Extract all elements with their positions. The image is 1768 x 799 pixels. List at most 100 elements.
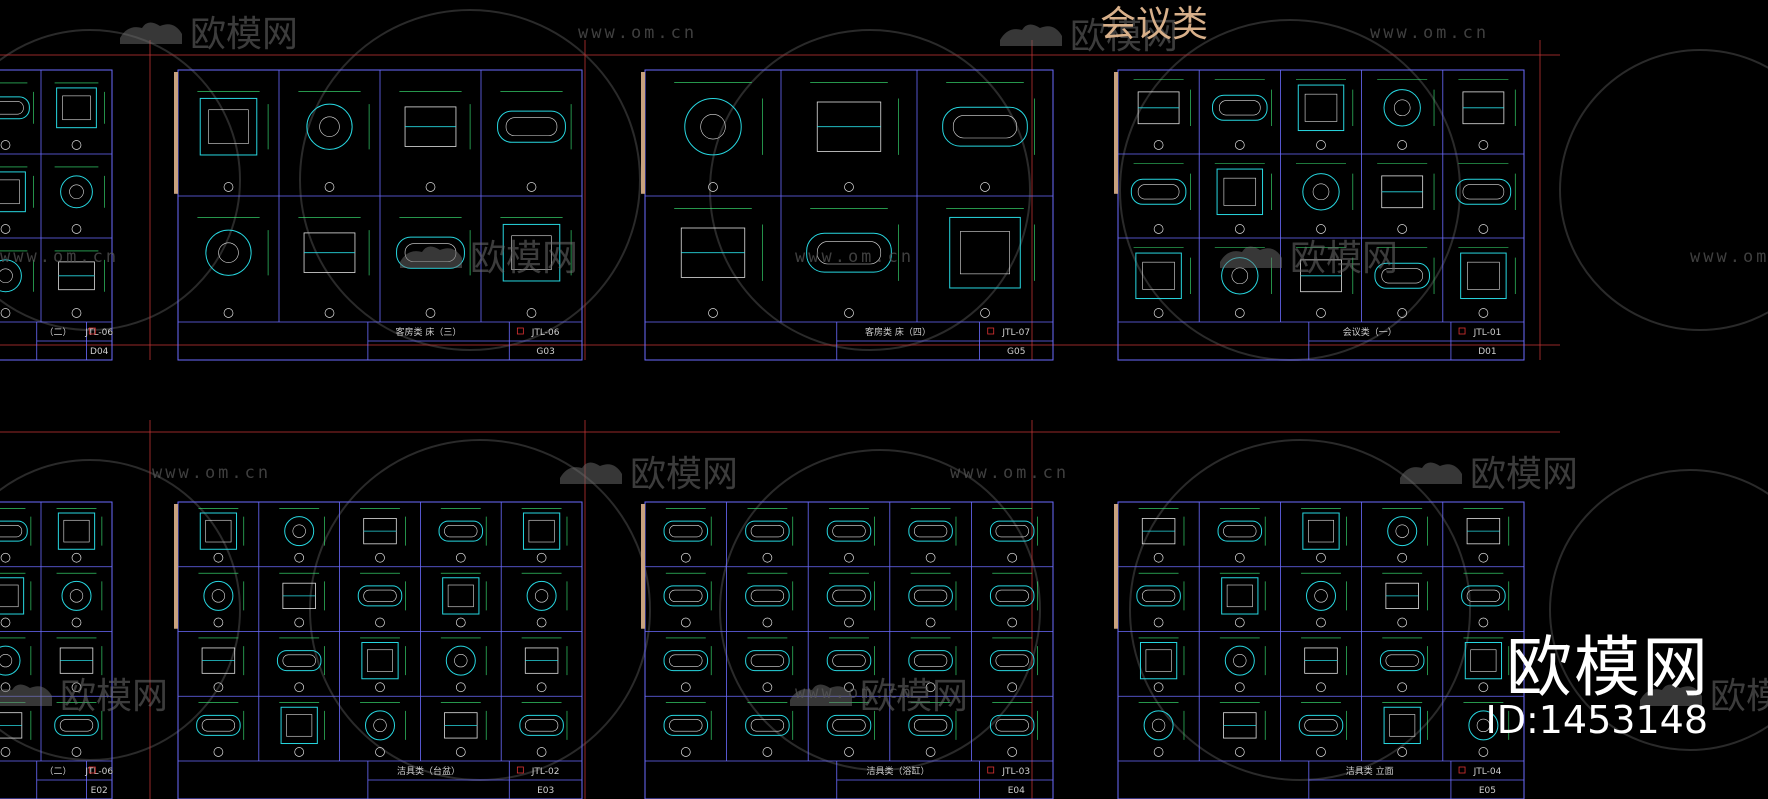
- sheet-code: JTL-03: [1001, 767, 1030, 777]
- fixture-symbol: [908, 520, 953, 542]
- watermark-brand-text: 欧模网: [1290, 238, 1398, 279]
- fixture-symbol: [218, 242, 239, 263]
- item-number-bubble: [844, 747, 854, 757]
- furniture-symbol: [1467, 261, 1500, 290]
- sheet-frame: [1117, 69, 1525, 361]
- fixture-symbol: [364, 710, 396, 741]
- item-number-bubble: [0, 747, 11, 757]
- fixture-symbol: [196, 714, 241, 736]
- fixture-symbol: [396, 236, 465, 269]
- item-number-bubble: [324, 308, 335, 318]
- item-number-bubble: [1397, 552, 1408, 563]
- item-number-bubble: [71, 140, 82, 150]
- furniture-symbol: [528, 519, 555, 543]
- fixture-symbol: [1217, 520, 1263, 542]
- watermark-logo: 欧模网: [1000, 16, 1178, 57]
- fixture-symbol: [282, 654, 316, 667]
- sheet-number: G03: [536, 347, 554, 357]
- fixture-symbol: [519, 714, 564, 736]
- sheet-code: JTL-07: [1001, 328, 1030, 338]
- item-number-bubble: [1397, 140, 1408, 150]
- item-number-bubble: [1478, 552, 1489, 563]
- watermark-url: www.om.cn: [0, 247, 119, 267]
- watermark-ring: [1559, 49, 1768, 331]
- item-number-bubble: [844, 617, 854, 628]
- fixture-symbol: [363, 589, 397, 602]
- item-number-bubble: [980, 182, 990, 192]
- fixture-symbol: [497, 110, 566, 143]
- furniture-symbol: [199, 97, 258, 156]
- fixture-symbol: [0, 520, 28, 542]
- item-number-bubble: [1007, 682, 1018, 693]
- fixture-symbol: [373, 718, 387, 733]
- watermark-logo: 欧模网: [400, 238, 578, 279]
- item-number-bubble: [762, 747, 773, 757]
- fixture-symbol: [832, 589, 866, 602]
- title-block-mark: [88, 327, 96, 335]
- furniture-symbol: [0, 179, 20, 205]
- watermark-url: www.om.cn: [795, 247, 914, 267]
- item-number-bubble: [1153, 552, 1164, 563]
- watermark-brand-text: 欧模网: [630, 454, 738, 495]
- sheet-title: 洁具类（台盆）: [397, 765, 460, 777]
- fixture-symbol: [357, 585, 403, 607]
- sheet-number: E02: [91, 786, 108, 796]
- furniture-symbol: [199, 512, 238, 550]
- sheet-title: 会议类（一）: [1343, 326, 1397, 338]
- item-number-bubble: [0, 552, 11, 563]
- item-number-bubble: [425, 182, 436, 192]
- fixture-symbol: [319, 116, 340, 137]
- item-number-bubble: [925, 747, 936, 757]
- item-number-bubble: [1397, 308, 1408, 318]
- item-number-bubble: [1234, 224, 1245, 234]
- sheet-number: G05: [1007, 347, 1025, 357]
- fixture-symbol: [0, 259, 22, 293]
- fixture-symbol: [989, 520, 1035, 542]
- fixture-symbol: [1223, 525, 1257, 538]
- fixture-symbol: [942, 106, 1028, 147]
- fixture-symbol: [203, 580, 234, 611]
- fixture-symbol: [913, 525, 948, 538]
- fixture-symbol: [1381, 268, 1423, 284]
- fixture-symbol: [284, 516, 315, 547]
- fixture-symbol: [60, 175, 93, 209]
- fixture-symbol: [201, 719, 236, 732]
- furniture-symbol: [1389, 714, 1416, 737]
- item-number-bubble: [1397, 224, 1408, 234]
- item-number-bubble: [844, 182, 854, 192]
- item-number-bubble: [536, 617, 547, 628]
- sheet-code: JTL-06: [84, 767, 113, 777]
- fixture-symbol: [1302, 173, 1340, 211]
- furniture-symbol: [1145, 649, 1172, 672]
- item-number-bubble: [1234, 682, 1245, 693]
- watermark-url: www.om.cn: [1690, 247, 1768, 267]
- fixture-symbol: [1143, 710, 1174, 741]
- sheet-accent-bar: [1114, 72, 1118, 194]
- fixture-symbol: [826, 520, 872, 542]
- watermark-logo: 欧模网: [1220, 238, 1398, 279]
- furniture-symbol: [1383, 706, 1421, 745]
- fixture-symbol: [1374, 262, 1430, 289]
- furniture-symbol: [1302, 512, 1340, 550]
- item-number-bubble: [1316, 747, 1326, 757]
- watermark-url: www.om.cn: [950, 463, 1069, 483]
- watermark-ring: [309, 439, 651, 781]
- watermark-ring: [1129, 439, 1471, 781]
- fixture-symbol: [444, 525, 478, 538]
- item-number-bubble: [1007, 747, 1018, 757]
- sheet-frame: [177, 501, 583, 799]
- fixture-symbol: [0, 653, 13, 668]
- sheet-accent-bar: [174, 504, 178, 629]
- fixture-symbol: [684, 97, 742, 156]
- title-block-mark: [88, 766, 96, 774]
- fixture-symbol: [1393, 99, 1411, 117]
- item-number-bubble: [375, 552, 385, 563]
- watermark-logo: 欧模网: [1640, 676, 1768, 717]
- fixture-symbol: [832, 654, 866, 667]
- fixture-symbol: [1212, 94, 1268, 121]
- title-block-mark: [1458, 327, 1466, 335]
- fixture-symbol: [995, 719, 1029, 732]
